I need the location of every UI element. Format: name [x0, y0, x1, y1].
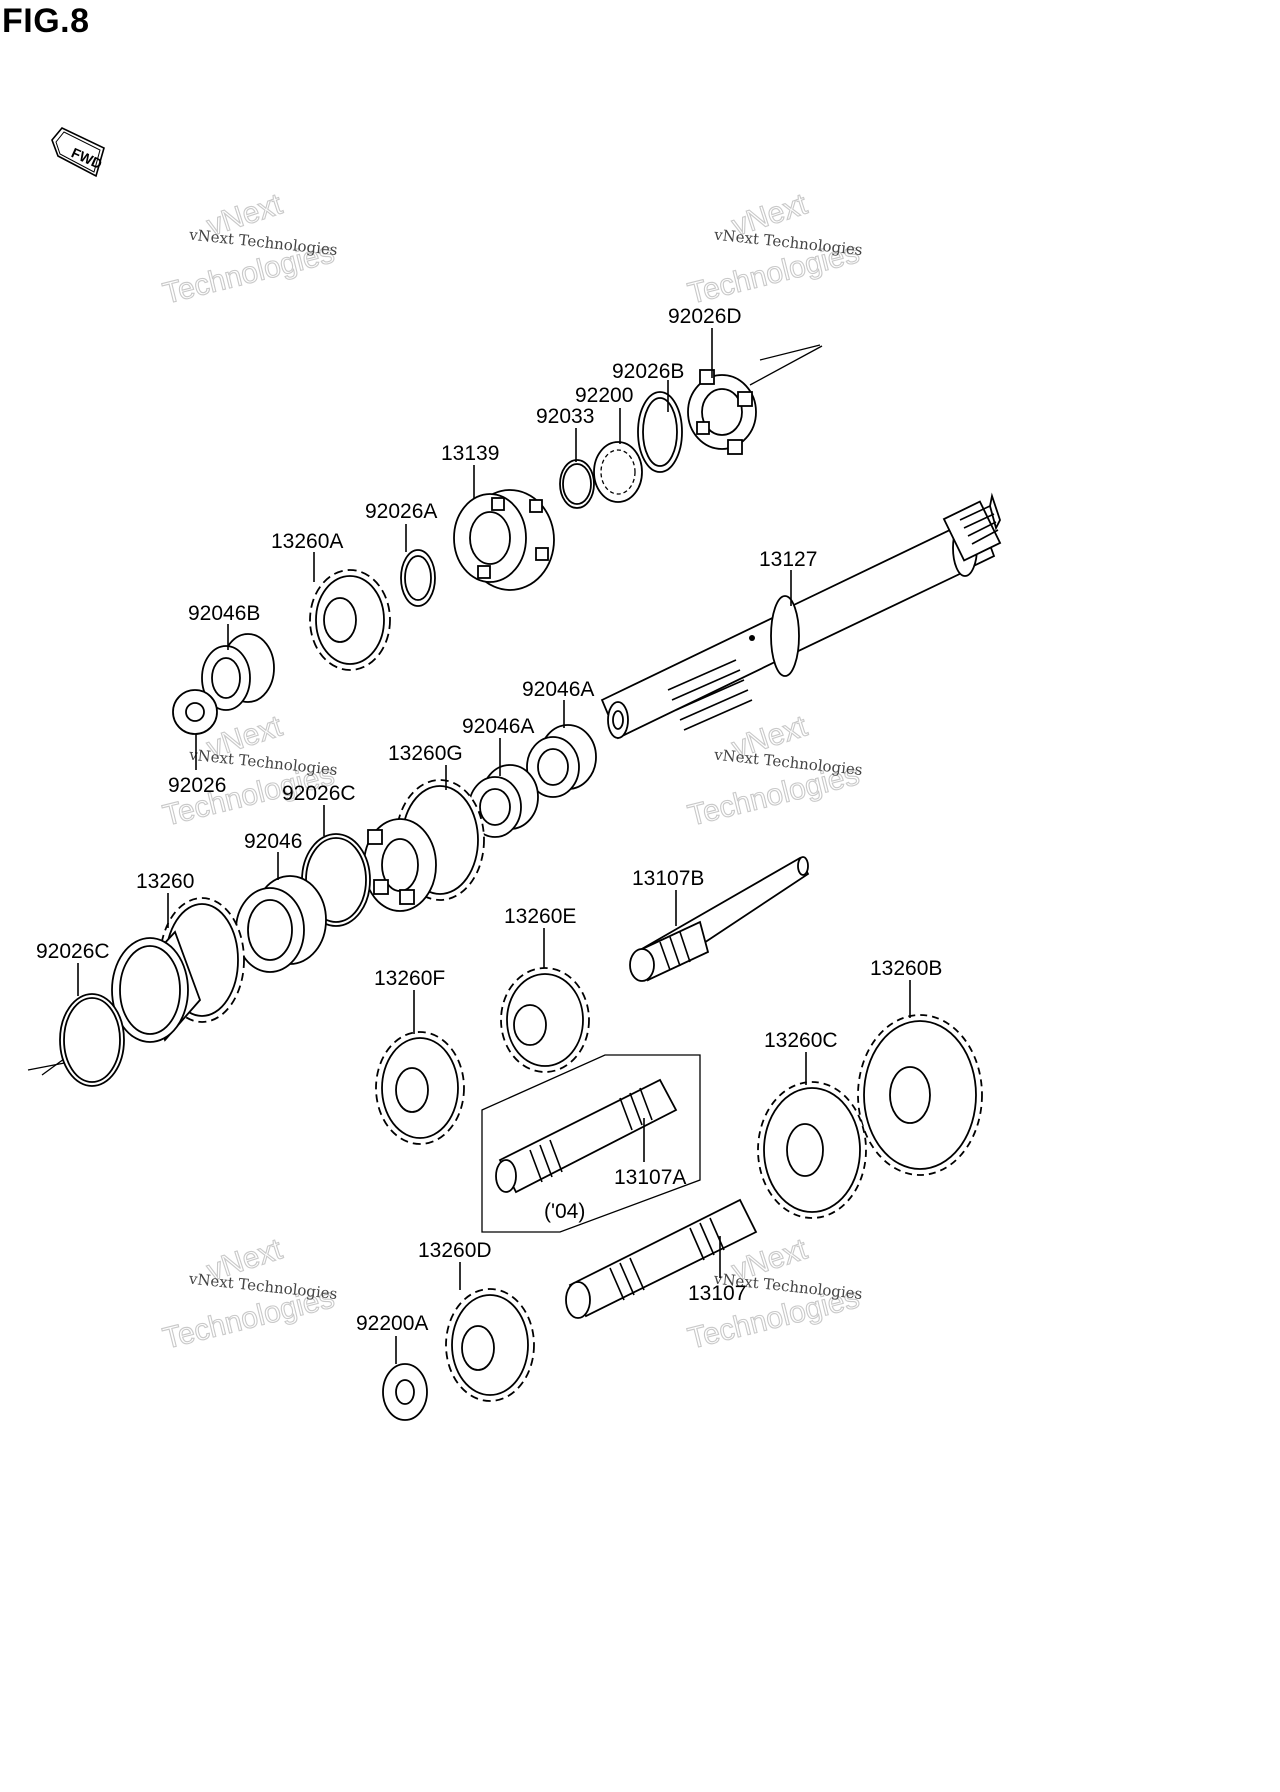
shaft-13107B — [629, 856, 810, 982]
washer-92026A — [400, 549, 436, 607]
callout-13260: 13260 — [136, 870, 194, 893]
callout-13107: 13107 — [688, 1282, 746, 1305]
lock-washer-92026D — [687, 369, 757, 455]
callout-13260A: 13260A — [271, 530, 343, 553]
callout-13127: 13127 — [759, 548, 817, 571]
callout-13260F: 13260F — [374, 967, 445, 990]
callout-92046: 92046 — [244, 830, 302, 853]
needle-bearing-92046B — [201, 633, 275, 711]
callout-04: ('04) — [544, 1200, 585, 1223]
callout-92033: 92033 — [536, 405, 594, 428]
watermark-bottom-left: vNext Technologies vNext Technologies — [159, 1232, 338, 1356]
callout-13260G: 13260G — [388, 742, 463, 765]
callout-13260B: 13260B — [870, 957, 942, 980]
ring-92026C-lower — [59, 993, 125, 1087]
ring-92026B — [637, 391, 683, 473]
needle-bearing-92046A-1 — [526, 724, 597, 798]
callout-92200A: 92200A — [356, 1312, 428, 1335]
callout-92026B: 92026B — [612, 360, 684, 383]
spline-washer-92200 — [593, 441, 643, 503]
shaft-13107 — [565, 1198, 758, 1319]
callout-13107B: 13107B — [632, 867, 704, 890]
gear-13260F — [375, 1031, 465, 1145]
inset-box-13107A — [481, 1054, 701, 1233]
leader-lines — [77, 328, 911, 1364]
washer-92026 — [172, 689, 218, 735]
circlip-92033 — [559, 459, 595, 509]
watermark-top-left: vNext Technologies vNext Technologies — [159, 187, 338, 311]
callout-13260E: 13260E — [504, 905, 576, 928]
gear-13260B — [857, 1014, 983, 1176]
shaft-spline-end — [959, 505, 999, 545]
callout-13107A: 13107A — [614, 1166, 686, 1189]
axis-line-top — [749, 345, 823, 386]
callout-92026C-lower: 92026C — [36, 940, 110, 963]
callout-92026D: 92026D — [668, 305, 742, 328]
washer-92200A — [382, 1363, 428, 1421]
callout-labels: 92026D 92026B 92200 92033 13139 92026A 1… — [36, 305, 942, 1335]
watermark-top-right: vNext Technologies vNext Technologies — [684, 187, 863, 311]
shaft-spline-mid — [667, 659, 753, 731]
watermark-mid-right: vNext Technologies vNext Technologies — [684, 709, 863, 833]
needle-bearing-92046 — [235, 875, 327, 973]
gear-13260G — [363, 779, 485, 912]
callout-92026: 92026 — [168, 774, 226, 797]
gear-13260E — [500, 967, 590, 1073]
callout-13260C: 13260C — [764, 1029, 838, 1052]
gear-13260 — [111, 897, 245, 1043]
needle-bearing-92046A-2 — [468, 764, 539, 838]
gear-13260C — [757, 1081, 867, 1219]
gear-13260D — [445, 1288, 535, 1402]
callout-92046B: 92046B — [188, 602, 260, 625]
callout-92026A: 92026A — [365, 500, 437, 523]
figure-title: FIG.8 — [2, 2, 90, 40]
callout-13139: 13139 — [441, 442, 499, 465]
output-shaft-13127 — [600, 492, 1002, 740]
shift-dog-13139 — [453, 489, 555, 591]
callout-92026C-upper: 92026C — [282, 782, 356, 805]
callout-92046A-upper: 92046A — [522, 678, 594, 701]
fwd-arrow-icon: FWD — [51, 127, 105, 178]
callout-92200: 92200 — [575, 384, 633, 407]
callout-13260D: 13260D — [418, 1239, 492, 1262]
gear-13260A — [309, 569, 391, 671]
callout-92046A-lower: 92046A — [462, 715, 534, 738]
